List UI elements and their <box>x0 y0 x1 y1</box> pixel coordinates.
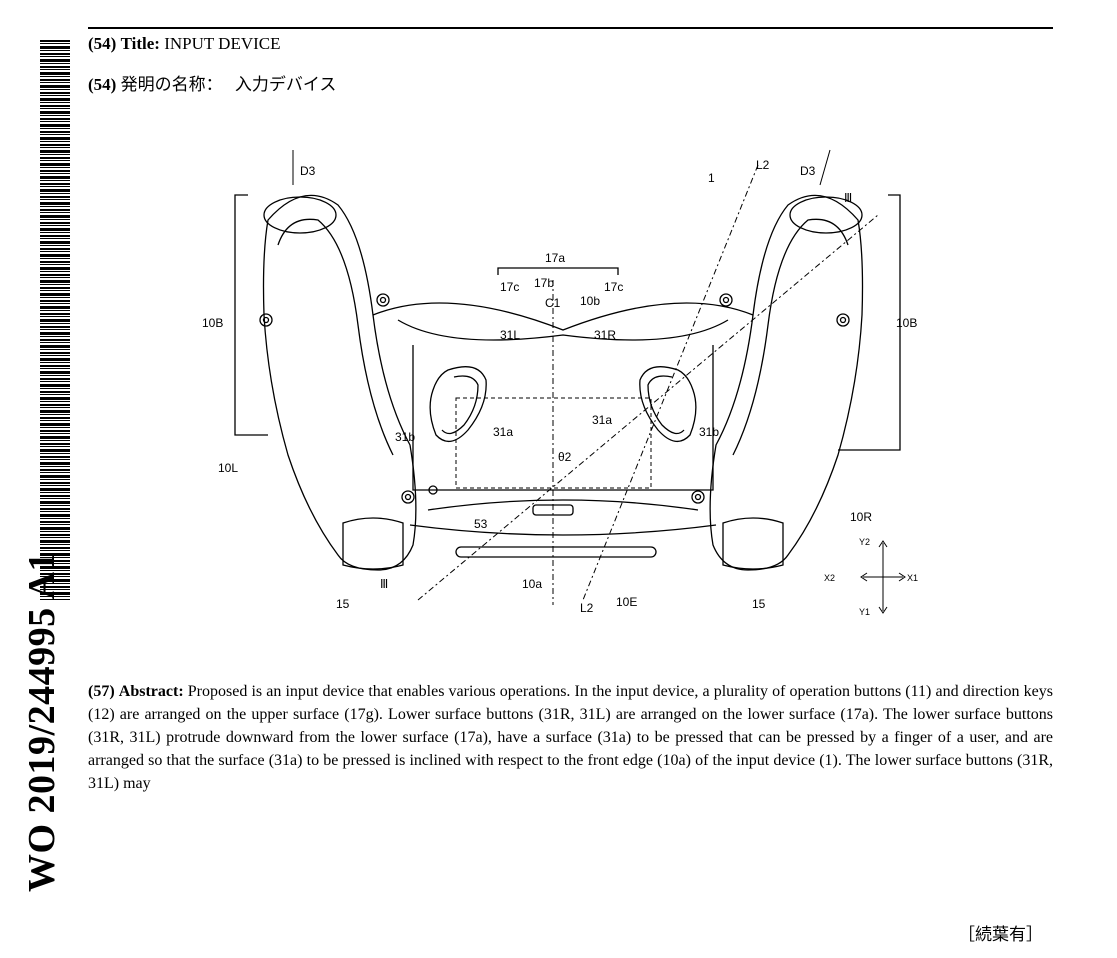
title-jp-value: 入力デバイス <box>234 75 337 95</box>
controller-drawing: D3 D3 L2 L2 1 Ⅲ Ⅲ 17a 17c 17b 17c C1 10b… <box>202 149 918 617</box>
label-iii-bottom: Ⅲ <box>380 577 388 591</box>
label-10a: 10a <box>522 577 542 591</box>
title-value: INPUT DEVICE <box>164 34 281 53</box>
label-axis-y1: Y1 <box>859 607 870 617</box>
label-31l: 31L <box>500 328 520 342</box>
barcode <box>40 40 70 600</box>
title-label-num: (54) <box>88 34 117 53</box>
label-10e: 10E <box>616 595 637 609</box>
label-axis-x2: X2 <box>824 573 835 583</box>
label-15-right: 15 <box>752 597 766 611</box>
label-theta2: θ2 <box>558 450 572 464</box>
label-10r: 10R <box>850 510 872 524</box>
abstract: (57) Abstract: Proposed is an input devi… <box>88 680 1053 795</box>
label-axis-y2: Y2 <box>859 537 870 547</box>
label-d3-right: D3 <box>800 164 816 178</box>
abstract-label-num: (57) <box>88 683 115 700</box>
label-17b: 17b <box>534 276 554 290</box>
publication-number: WO 2019/244995 A1 <box>21 552 63 892</box>
label-iii-top: Ⅲ <box>844 191 852 205</box>
label-17c-left: 17c <box>500 280 519 294</box>
patent-figure: D3 D3 L2 L2 1 Ⅲ Ⅲ 17a 17c 17b 17c C1 10b… <box>188 145 938 620</box>
label-axis-x1: X1 <box>907 573 918 583</box>
title-line: (54) Title: INPUT DEVICE <box>88 34 281 54</box>
label-d3-left: D3 <box>300 164 316 178</box>
title-jp-line: (54) 発明の名称： 入力デバイス <box>88 70 336 95</box>
label-10b-left: 10B <box>202 316 223 330</box>
title-jp-label-num: (54) <box>88 75 117 94</box>
label-10b-right: 10B <box>896 316 917 330</box>
label-31a-left: 31a <box>493 425 513 439</box>
label-10b: 10b <box>580 294 600 308</box>
abstract-text: Proposed is an input device that enables… <box>88 683 1054 792</box>
label-l2-top: L2 <box>756 158 770 172</box>
label-31a-right: 31a <box>592 413 612 427</box>
label-ref-1: 1 <box>708 171 715 185</box>
label-17c-right: 17c <box>604 280 623 294</box>
label-c1: C1 <box>545 296 561 310</box>
label-31b-right: 31b <box>699 425 719 439</box>
label-10l: 10L <box>218 461 238 475</box>
label-53: 53 <box>474 517 488 531</box>
abstract-label: Abstract: <box>118 683 184 700</box>
title-jp-label: 発明の名称： <box>120 75 223 95</box>
header-rule <box>88 27 1053 29</box>
continued-marker: ［続葉有］ <box>958 925 1043 945</box>
label-31b-left: 31b <box>395 430 415 444</box>
label-17a: 17a <box>545 251 565 265</box>
label-l2-bottom: L2 <box>580 601 594 615</box>
title-label: Title: <box>120 34 160 53</box>
label-31r: 31R <box>594 328 616 342</box>
label-15-left: 15 <box>336 597 350 611</box>
